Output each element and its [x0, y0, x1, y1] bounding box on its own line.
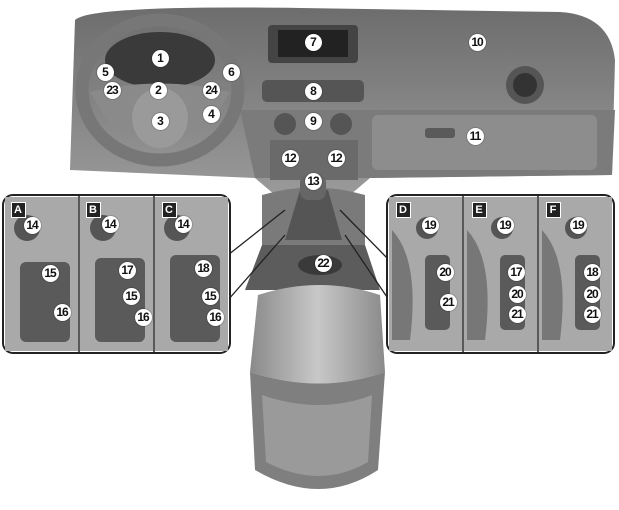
callout-20-f: 20	[583, 285, 601, 303]
callout-14-a: 14	[23, 216, 41, 234]
callout-17-e: 17	[507, 263, 525, 281]
panel-label-d: D	[395, 202, 411, 218]
callout-20-e: 20	[508, 285, 526, 303]
panel-label-b: B	[85, 202, 101, 218]
gear-shifter	[285, 190, 342, 240]
callout-19-d: 19	[421, 216, 439, 234]
callout-16-c: 16	[206, 308, 224, 326]
callout-4: 4	[202, 105, 220, 123]
callout-10: 10	[468, 33, 486, 51]
callout-22: 22	[314, 254, 332, 272]
glove-box	[372, 115, 597, 170]
callout-14-c: 14	[174, 215, 192, 233]
callout-11: 11	[466, 127, 484, 145]
callout-21-e: 21	[508, 305, 526, 323]
panel-label-c: C	[161, 202, 177, 218]
callout-3: 3	[151, 112, 169, 130]
callout-19-f: 19	[569, 216, 587, 234]
callout-23: 23	[103, 81, 121, 99]
panel-label-e: E	[471, 202, 487, 218]
callout-1: 1	[151, 49, 169, 67]
callout-24: 24	[202, 81, 220, 99]
callout-6: 6	[222, 63, 240, 81]
callout-5: 5	[96, 63, 114, 81]
callout-19-e: 19	[496, 216, 514, 234]
callout-21-d: 21	[439, 293, 457, 311]
callout-9: 9	[304, 112, 322, 130]
callout-15-b: 15	[122, 287, 140, 305]
callout-13: 13	[304, 172, 322, 190]
callout-15-c: 15	[201, 287, 219, 305]
callout-16-a: 16	[53, 303, 71, 321]
armrest	[250, 285, 385, 384]
callout-18-f: 18	[583, 263, 601, 281]
panel-label-f: F	[545, 202, 561, 218]
callout-16-b: 16	[134, 308, 152, 326]
callout-7: 7	[304, 33, 322, 51]
callout-14-b: 14	[101, 215, 119, 233]
callout-21-f: 21	[583, 305, 601, 323]
callout-12-right: 12	[327, 149, 345, 167]
callout-2: 2	[149, 81, 167, 99]
callout-8: 8	[304, 82, 322, 100]
panel-label-a: A	[10, 202, 26, 218]
steering-wheel	[75, 13, 245, 167]
callout-17-b: 17	[118, 261, 136, 279]
callout-20-d: 20	[436, 263, 454, 281]
callout-12-left: 12	[281, 149, 299, 167]
callout-15-a: 15	[41, 264, 59, 282]
callout-18-c: 18	[194, 259, 212, 277]
